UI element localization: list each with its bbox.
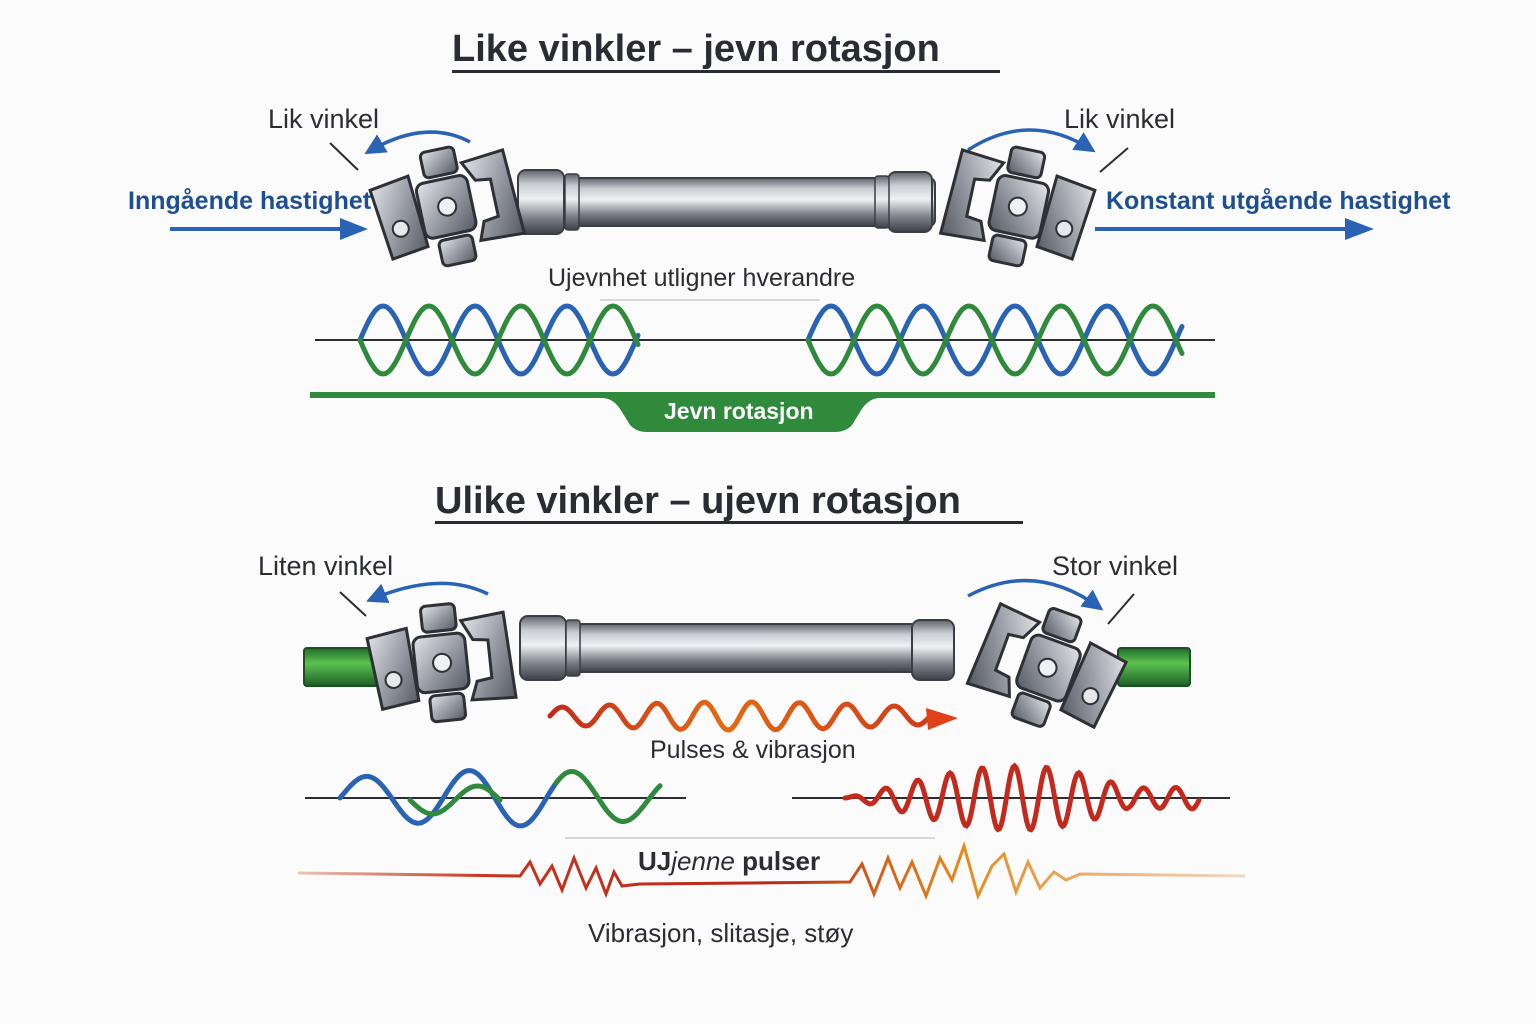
small-angle-rotation-arrow-icon — [339, 581, 489, 617]
left-input-shaft-icon — [303, 647, 379, 687]
smooth-rotation-label: Jevn rotasjon — [664, 398, 814, 424]
bottom-left-universal-joint-icon — [365, 602, 518, 724]
large-angle-wave-icon — [842, 762, 1202, 833]
top-left-angle-label: Lik vinkel — [268, 104, 380, 134]
uneven-pulse-signal-icon — [297, 841, 1246, 901]
green-wave-0 — [357, 303, 641, 377]
bottom-right-universal-joint-icon — [965, 601, 1129, 730]
uneven-pulse-italic: jenne — [671, 846, 735, 876]
small-angle-label: Liten vinkel — [258, 551, 394, 581]
top-right-angle-label: Lik vinkel — [1064, 104, 1176, 134]
input-speed-label: Inngående hastighet — [128, 187, 372, 215]
irregular-blue-wave — [337, 768, 561, 829]
blue-wave-1 — [805, 303, 1185, 377]
uneven-pulse-label: UJjenne pulser — [638, 846, 820, 877]
uneven-pulse-suffix: pulser — [734, 846, 821, 876]
pulse-label: Pulses & vibrasjon — [650, 736, 856, 764]
pulse-vibration-arrow-icon — [547, 699, 958, 733]
right-output-shaft-icon — [1117, 647, 1191, 687]
top-cancelling-waves-icon — [357, 303, 1185, 377]
large-angle-label: Stor vinkel — [1052, 551, 1179, 581]
top-title-underline — [452, 70, 1000, 73]
top-title: Like vinkler – jevn rotasjon — [452, 28, 940, 70]
smooth-rotation-bar — [310, 392, 1215, 432]
irregular-green-wave — [553, 768, 663, 824]
bottom-drive-shaft-icon — [519, 615, 955, 681]
irregular-green-dip — [407, 783, 503, 817]
small-angle-wave-icon — [337, 768, 663, 829]
uneven-pulse-prefix: UJ — [638, 846, 672, 876]
output-speed-label: Konstant utgående hastighet — [1106, 187, 1451, 215]
left-rotation-arrow-icon — [329, 130, 471, 171]
bottom-title: Ulike vinkler – ujevn rotasjon — [435, 480, 961, 522]
right-rotation-arrow-icon — [967, 128, 1129, 173]
effects-label: Vibrasjon, slitasje, støy — [588, 918, 854, 948]
top-drive-shaft-icon — [517, 169, 936, 235]
large-angle-rotation-arrow-icon — [967, 578, 1135, 625]
wave-caption: Ujevnhet utligner hverandre — [548, 264, 856, 292]
output-speed-arrow-icon — [1095, 218, 1374, 240]
green-wave-1 — [805, 303, 1185, 377]
large-vibration-wave — [842, 762, 1202, 833]
top-left-universal-joint-icon — [368, 145, 527, 268]
bottom-title-underline — [435, 521, 1023, 524]
top-right-universal-joint-icon — [938, 145, 1097, 268]
input-speed-arrow-icon — [170, 218, 368, 240]
